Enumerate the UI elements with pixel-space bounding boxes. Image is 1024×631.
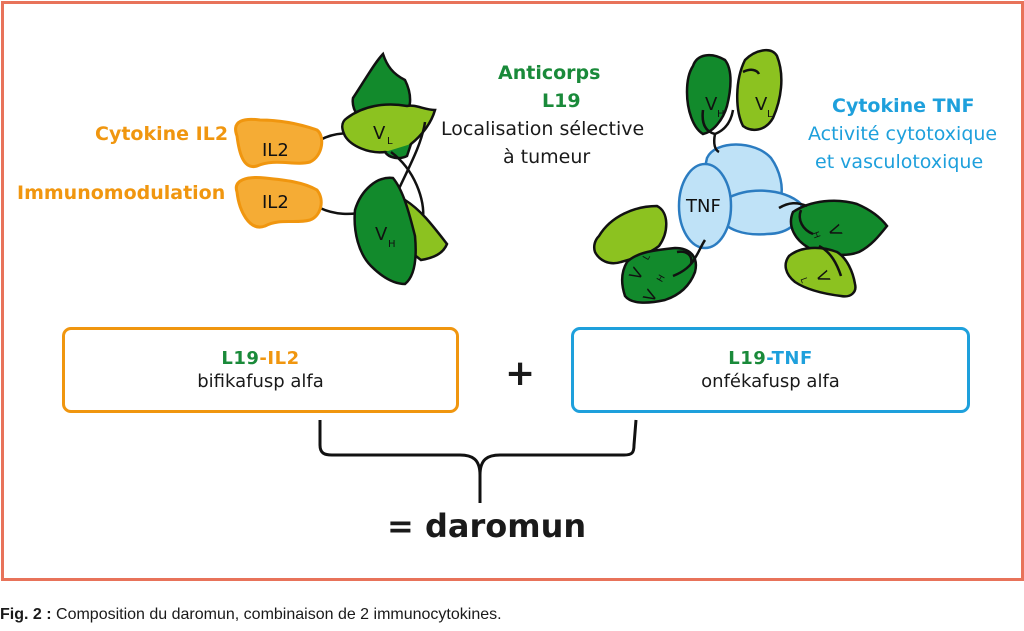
plus-sign: + [505, 353, 536, 394]
caption-text: Composition du daromun, combinaison de 2… [51, 606, 502, 623]
combination-brace [318, 419, 638, 503]
vh-subscript: H [388, 239, 396, 250]
l19-il2-title: L19-IL2 [221, 348, 300, 369]
figure-frame [1, 1, 1024, 581]
result: = daromun [387, 507, 586, 545]
il2-text-bottom: IL2 [262, 192, 289, 213]
caption-label: Fig. 2 : [0, 606, 52, 623]
vl-subscript: L [387, 136, 393, 147]
l19-il2-name: bifikafusp alfa [197, 371, 324, 392]
tnf-vl-top [735, 48, 783, 132]
il2-domain-top [234, 117, 324, 169]
figure-caption: Fig. 2 : Composition du daromun, combina… [0, 606, 502, 624]
l19-tnf-molecule: TNF V H V L V L V H V H V L [592, 48, 889, 305]
l19-tnf-title: L19-TNF [728, 348, 813, 369]
il2-domain-bottom [234, 176, 323, 229]
tnf-linker-top [712, 133, 720, 154]
svg-text:L: L [767, 109, 773, 120]
tnf-subunit-left [677, 162, 733, 250]
antibody-role-line2: à tumeur [503, 146, 591, 168]
il2-title: Cytokine IL2 [95, 123, 229, 145]
svg-text:H: H [656, 273, 668, 284]
tnf-title: Cytokine TNF [832, 95, 975, 117]
tnf-role-line1: Activité cytotoxique [808, 123, 998, 145]
antibody-role-line1: Localisation sélective [441, 118, 645, 140]
svg-text:V: V [705, 94, 718, 115]
svg-text:V: V [755, 94, 768, 115]
antibody-title: Anticorps [498, 62, 601, 84]
vh-text: V [375, 224, 388, 245]
tnf-text: TNF [685, 196, 721, 217]
svg-text:H: H [717, 109, 725, 120]
vl-text: V [373, 123, 386, 144]
vh-domain-bottom [353, 176, 417, 286]
l19-il2-molecule: IL2 IL2 V L V H [234, 51, 449, 286]
l19-tnf-name: onfékafusp alfa [701, 371, 840, 392]
svg-text:L: L [798, 276, 809, 284]
il2-text-top: IL2 [262, 140, 289, 161]
equals-sign: = [387, 507, 414, 545]
result-name: daromun [424, 507, 587, 545]
l19-tnf-box: L19-TNF onfékafusp alfa [571, 327, 970, 413]
tnf-vh-bottom-left [621, 246, 698, 304]
tnf-linker-right [778, 202, 808, 210]
il2-role: Immunomodulation [17, 182, 226, 204]
tnf-linker-left [672, 239, 707, 278]
l19-il2-box: L19-IL2 bifikafusp alfa [62, 327, 459, 413]
tnf-vh-bottom-right [789, 199, 889, 257]
svg-text:L: L [642, 253, 653, 262]
tnf-role-line2: et vasculotoxique [815, 151, 984, 173]
tnf-vl-bottom-right [784, 246, 857, 298]
tnf-vh-top [685, 53, 732, 136]
svg-text:H: H [810, 230, 822, 240]
antibody-name: L19 [542, 90, 581, 112]
vl-domain-top [341, 103, 437, 154]
